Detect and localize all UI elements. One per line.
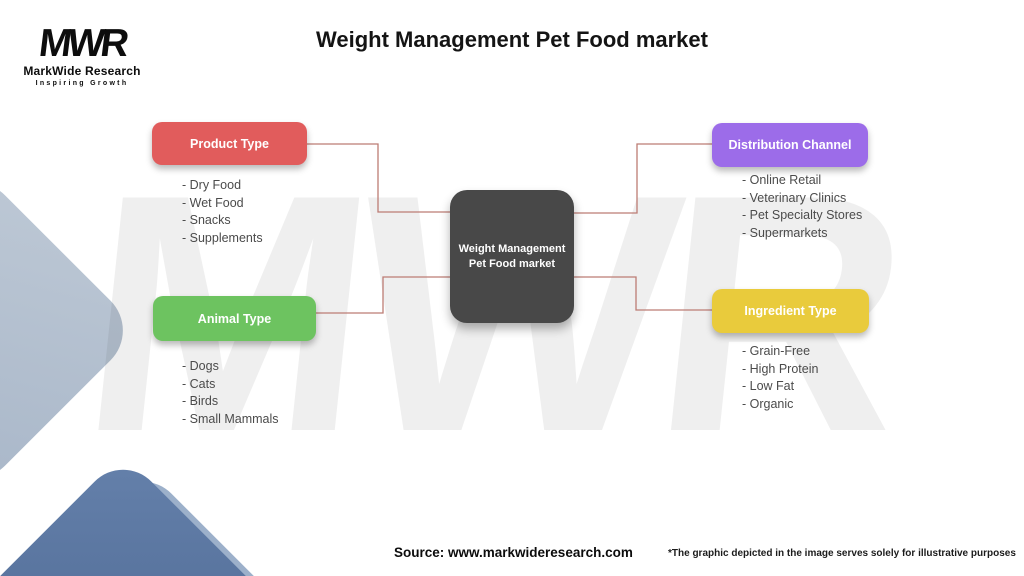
- branch-label-animal-type: Animal Type: [197, 311, 272, 326]
- connector-distribution-channel: [574, 143, 712, 214]
- list-item: - Dry Food: [182, 178, 242, 192]
- page-title: Weight Management Pet Food market: [316, 27, 708, 52]
- list-item: - Grain-Free: [742, 344, 811, 358]
- list-item: - Organic: [742, 396, 794, 411]
- center-node-label-line2: Pet Food market: [468, 257, 556, 270]
- logo-company-name: MarkWide Research: [23, 64, 141, 78]
- list-item: - Snacks: [182, 213, 231, 228]
- list-item: - Supermarkets: [742, 225, 828, 240]
- center-node: Weight Management Pet Food market: [450, 190, 574, 323]
- center-node-label-line1: Weight Management: [458, 242, 566, 255]
- connector-product-type: [307, 143, 450, 213]
- list-item: - Cats: [182, 376, 216, 391]
- branch-box-product-type: Product Type: [152, 122, 307, 165]
- list-item: - Wet Food: [182, 195, 244, 210]
- branch-label-product-type: Product Type: [190, 136, 269, 151]
- list-item: - Dogs: [182, 359, 219, 373]
- list-item: - Low Fat: [742, 379, 795, 394]
- branch-label-ingredient-type: Ingredient Type: [744, 304, 837, 318]
- connector-ingredient-type: [574, 276, 712, 311]
- branch-box-distribution-channel: Distribution Channel: [712, 123, 868, 167]
- logo: MWR MarkWide Research Inspiring Growth: [22, 22, 142, 87]
- list-item: - Online Retail: [742, 173, 822, 187]
- list-item: - Pet Specialty Stores: [742, 208, 863, 223]
- list-item: - Small Mammals: [182, 411, 279, 426]
- disclaimer-text: *The graphic depicted in the image serve…: [668, 548, 1016, 559]
- branch-label-distribution-channel: Distribution Channel: [728, 138, 852, 152]
- list-item: - Supplements: [182, 230, 263, 245]
- branch-list-product-type: - Dry Food - Wet Food - Snacks - Supplem…: [182, 177, 263, 247]
- list-item: - Birds: [182, 394, 219, 409]
- branch-list-animal-type: - Dogs - Cats - Birds - Small Mammals: [182, 358, 279, 428]
- list-item: - Veterinary Clinics: [742, 190, 847, 205]
- branch-box-animal-type: Animal Type: [153, 296, 316, 341]
- logo-tagline: Inspiring Growth: [35, 80, 129, 87]
- branch-box-ingredient-type: Ingredient Type: [712, 289, 869, 333]
- branch-list-ingredient-type: - Grain-Free - High Protein - Low Fat - …: [742, 343, 818, 413]
- connector-animal-type: [316, 276, 450, 314]
- source-text: Source: www.markwideresearch.com: [394, 545, 633, 560]
- list-item: - High Protein: [742, 361, 819, 376]
- branch-list-distribution-channel: - Online Retail - Veterinary Clinics - P…: [742, 172, 862, 242]
